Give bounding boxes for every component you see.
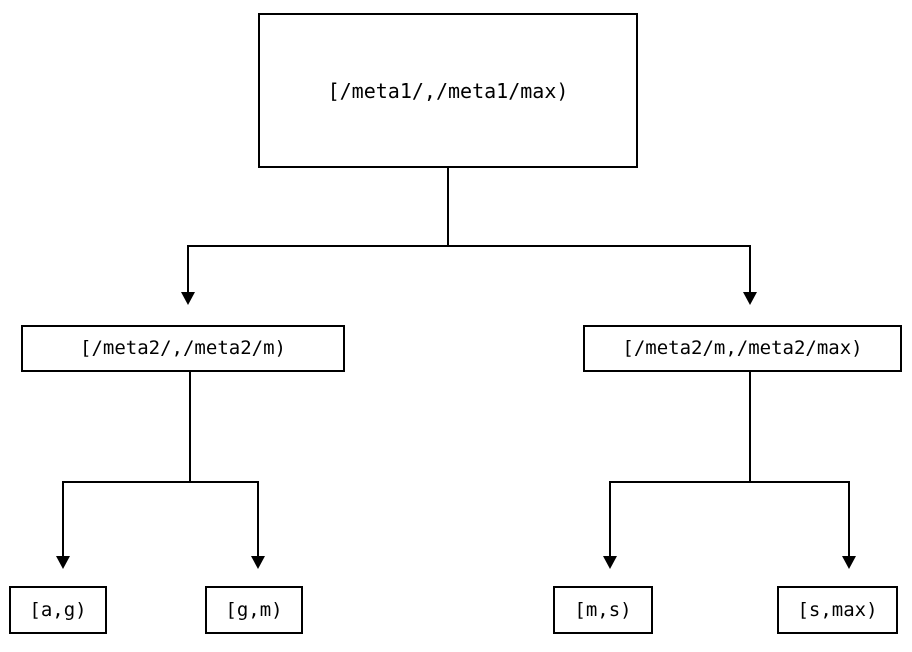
- tree-node-leaf-gm[interactable]: [g,m): [205, 586, 303, 634]
- tree-node-leaf-ms[interactable]: [m,s): [553, 586, 653, 634]
- tree-node-leaf-ag[interactable]: [a,g): [9, 586, 107, 634]
- tree-node-root[interactable]: [/meta1/,/meta1/max): [258, 13, 638, 168]
- edge-mid-left-horizontal-bar: [62, 481, 259, 483]
- arrowhead-down-icon-leaf-ag: [56, 556, 70, 569]
- edge-root-to-mid-right: [749, 245, 751, 293]
- tree-node-mid-left[interactable]: [/meta2/,/meta2/m): [21, 325, 345, 372]
- tree-node-mid-right[interactable]: [/meta2/m,/meta2/max): [583, 325, 902, 372]
- arrowhead-down-icon-mid-right: [743, 292, 757, 305]
- edge-root-horizontal-bar: [187, 245, 751, 247]
- edge-mid-right-to-leaf-ms: [609, 481, 611, 557]
- arrowhead-down-icon-mid-left: [181, 292, 195, 305]
- tree-node-leaf-smax[interactable]: [s,max): [777, 586, 898, 634]
- tree-node-leaf-ms-label: [m,s): [574, 598, 632, 621]
- edge-mid-right-horizontal-bar: [609, 481, 850, 483]
- edge-mid-right-stem: [749, 372, 751, 483]
- tree-node-mid-left-label: [/meta2/,/meta2/m): [80, 337, 286, 359]
- edge-mid-left-stem: [189, 372, 191, 483]
- edge-root-stem: [447, 168, 449, 246]
- tree-node-mid-right-label: [/meta2/m,/meta2/max): [622, 337, 863, 359]
- edge-mid-left-to-leaf-gm: [257, 481, 259, 557]
- edge-mid-left-to-leaf-ag: [62, 481, 64, 557]
- tree-node-leaf-gm-label: [g,m): [225, 598, 283, 621]
- arrowhead-down-icon-leaf-gm: [251, 556, 265, 569]
- arrowhead-down-icon-leaf-ms: [603, 556, 617, 569]
- tree-node-leaf-ag-label: [a,g): [29, 598, 87, 621]
- edge-root-to-mid-left: [187, 245, 189, 293]
- edge-mid-right-to-leaf-smax: [848, 481, 850, 557]
- tree-node-root-label: [/meta1/,/meta1/max): [327, 78, 569, 103]
- tree-node-leaf-smax-label: [s,max): [797, 598, 878, 621]
- arrowhead-down-icon-leaf-smax: [842, 556, 856, 569]
